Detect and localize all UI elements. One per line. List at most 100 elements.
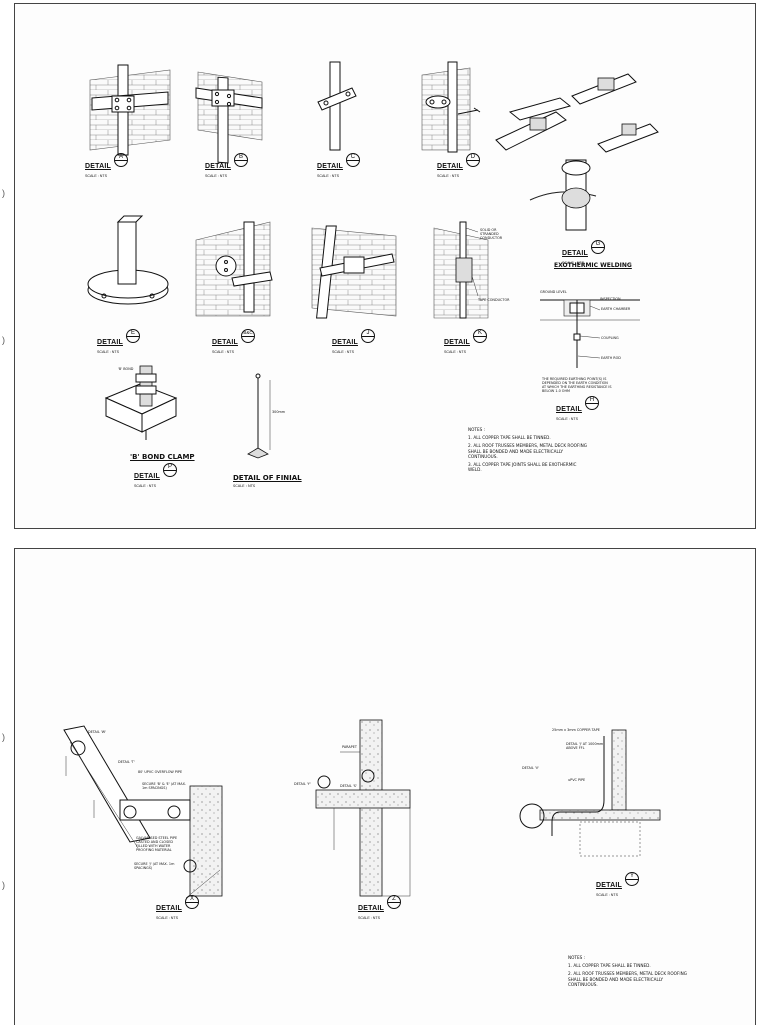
callout-h-inspection: INSPECTION: [600, 297, 621, 301]
callout-k-conductor: SOLID OR STRANDED CONDUCTOR: [480, 228, 503, 240]
margin-mark: ): [2, 732, 5, 742]
detail-g-drawing: [495, 73, 659, 231]
detail-j-drawing: [311, 225, 397, 319]
detail-z-drawing: [315, 719, 411, 897]
callout-y-upvc: uPVC PIPE: [568, 778, 586, 782]
detail-label-p: DETAIL SCALE : NTS P: [134, 463, 177, 488]
detail-x-drawing: [63, 725, 223, 899]
detail-label-h: DETAIL SCALE : NTS H: [556, 396, 599, 421]
callout-x-detail-w: DETAIL 'W': [88, 730, 107, 734]
detail-word: DETAIL: [556, 406, 582, 413]
notes-title: NOTES :: [568, 955, 586, 960]
detail-a-drawing: [89, 64, 171, 156]
note-item: 2. ALL ROOF TRUSSES MEMBERS, METAL DECK …: [568, 971, 687, 987]
detail-word: DETAIL: [317, 163, 343, 170]
scale-text: SCALE : NTS: [97, 350, 119, 354]
callout-y-tape: 25mm x 3mm COPPER TAPE: [552, 728, 600, 732]
notes-title: NOTES :: [468, 427, 486, 432]
callout-k-tape: TAPE CONDUCTOR: [478, 298, 510, 302]
detail-id-circle: H: [584, 396, 599, 410]
detail-word: DETAIL: [358, 905, 384, 912]
callout-x-secure: SECURE 'J' (AT MAX. 1m SPACINGS): [134, 862, 175, 870]
detail-word: DETAIL: [332, 339, 358, 346]
detail-id-circle: B: [233, 153, 248, 167]
detail-id-circle: J: [360, 329, 375, 343]
detail-label-c: DETAIL SCALE : NTS C: [317, 153, 360, 178]
scale-text: SCALE : NTS: [332, 350, 354, 354]
detail-id-circle: P: [162, 463, 177, 477]
note-item: 1. ALL COPPER TAPE SHALL BE TINNED.: [568, 963, 651, 969]
detail-label-d: DETAIL SCALE : NTS D: [437, 153, 480, 178]
detail-id-circle: X: [184, 895, 199, 909]
scale-text: SCALE : NTS: [85, 174, 107, 178]
callout-h-pit: EARTH CHAMBER: [601, 307, 631, 311]
callout-finial-dim: 300mm: [272, 410, 286, 414]
margin-mark: ): [2, 188, 5, 198]
detail-id-circle: D: [465, 153, 480, 167]
detail-word: DETAIL: [85, 163, 111, 170]
detail-word: DETAIL: [205, 163, 231, 170]
detail-id-circle: K: [472, 329, 487, 343]
note-item: 3. ALL COPPER TAPE JOINTS SHALL BE EXOTH…: [468, 462, 577, 473]
detail-c-drawing: [317, 61, 357, 151]
scale-text: SCALE : NTS: [205, 174, 227, 178]
callout-z-detail-s: DETAIL 'S': [340, 784, 357, 788]
scale-text: SCALE : NTS: [358, 916, 380, 920]
finial-drawing: [247, 373, 271, 459]
callout-y-detail-j: DETAIL 'J' AT 1000mm ABOVE FFL: [566, 742, 604, 750]
detail-d-drawing: [421, 61, 481, 153]
callout-p-bolt: 'B' BOND: [118, 367, 134, 371]
callout-h-rod: EARTH ROD: [601, 356, 621, 360]
callout-y-detail-v: DETAIL 'V': [522, 766, 540, 770]
scale-text: SCALE : NTS: [156, 916, 178, 920]
detail-label-g: DETAIL SCALE : NTS G: [562, 240, 605, 265]
callout-z-detail-y: DETAIL 'Y': [294, 782, 311, 786]
callout-x-detail-t: DETAIL 'T': [118, 760, 135, 764]
detail-label-b: DETAIL SCALE : NTS B: [205, 153, 248, 178]
callout-h-ground: GROUND LEVEL: [540, 290, 567, 294]
scale-text: SCALE : NTS: [556, 417, 578, 421]
scale-text: SCALE : NTS: [437, 174, 459, 178]
detail-k-drawing: [433, 221, 489, 319]
bond-clamp-title: 'B' BOND CLAMP: [130, 453, 195, 461]
detail-id-circle: C: [345, 153, 360, 167]
finial-title: DETAIL OF FINIAL: [233, 474, 302, 482]
detail-label-z: DETAIL SCALE : NTS Z: [358, 895, 401, 920]
finial-label: DETAIL OF FINIAL SCALE : NTS: [233, 465, 302, 488]
callout-x-galv: GALVANISED STEEL PIPE CASTED AND CLOSED …: [136, 836, 178, 852]
callout-x-pipe: 80' UPVC OVERFLOW PIPE: [138, 770, 183, 774]
scale-text: SCALE : NTS: [596, 893, 618, 897]
detail-id-circle: G: [590, 240, 605, 254]
callout-h-note: THE REQUIRED EARTHING POINT(S) IS DEPEND…: [542, 377, 612, 393]
detail-p-drawing: [104, 365, 178, 440]
callout-z-parapet: PARAPET: [342, 745, 357, 749]
exothermic-title: EXOTHERMIC WELDING: [554, 262, 632, 269]
detail-bc-drawing: [195, 221, 273, 317]
scale-text: SCALE : NTS: [317, 174, 339, 178]
sheet1-notes: NOTES : 1. ALL COPPER TAPE SHALL BE TINN…: [468, 427, 588, 475]
sheet2-notes: NOTES : 1. ALL COPPER TAPE SHALL BE TINN…: [568, 955, 692, 990]
detail-e-drawing: [87, 215, 169, 305]
scale-text: SCALE : NTS: [212, 350, 234, 354]
detail-y-drawing: [519, 729, 661, 857]
callout-x-clamp: SECURE 'B' & 'E' (AT MAX. 1m SPACINGS): [142, 782, 186, 790]
scale-text: SCALE : NTS: [233, 484, 256, 488]
detail-word: DETAIL: [134, 473, 160, 480]
detail-word: DETAIL: [212, 339, 238, 346]
detail-b-drawing: [195, 71, 263, 164]
note-item: 2. ALL ROOF TRUSSES MEMBERS, METAL DECK …: [468, 443, 587, 459]
detail-word: DETAIL: [437, 163, 463, 170]
scale-text: SCALE : NTS: [562, 261, 584, 265]
detail-id-circle: Z: [386, 895, 401, 909]
scale-text: SCALE : NTS: [134, 484, 156, 488]
margin-mark: ): [2, 880, 5, 890]
margin-mark: ): [2, 335, 5, 345]
detail-word: DETAIL: [562, 250, 588, 257]
detail-word: DETAIL: [97, 339, 123, 346]
detail-label-j: DETAIL SCALE : NTS J: [332, 329, 375, 354]
note-item: 1. ALL COPPER TAPE SHALL BE TINNED.: [468, 435, 551, 441]
